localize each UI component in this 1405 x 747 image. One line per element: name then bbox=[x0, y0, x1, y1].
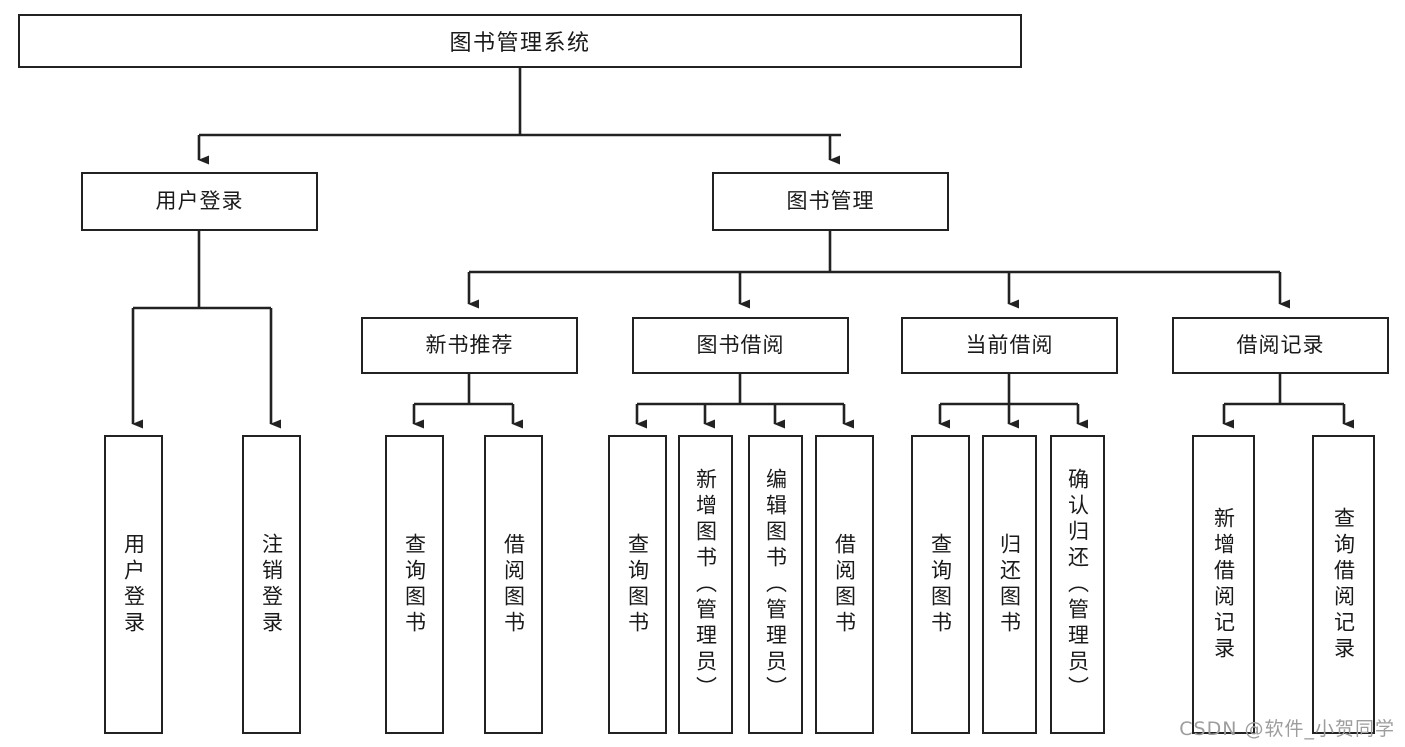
node-label: 借阅图书 bbox=[501, 532, 526, 637]
leaf-edit-book-admin[interactable]: 编辑图书（管理员） bbox=[748, 435, 803, 734]
node-label: 归还图书 bbox=[997, 532, 1022, 637]
node-label: 注销登录 bbox=[259, 532, 284, 637]
node-label: 查询图书 bbox=[402, 532, 427, 637]
node-label: 用户登录 bbox=[155, 188, 244, 213]
leaf-query-book-borrow[interactable]: 查询图书 bbox=[608, 435, 667, 734]
node-label: 新增图书（管理员） bbox=[693, 467, 718, 702]
leaf-add-borrow-record[interactable]: 新增借阅记录 bbox=[1192, 435, 1255, 734]
node-label: 确认归还（管理员） bbox=[1065, 467, 1090, 702]
node-book-management[interactable]: 图书管理 bbox=[712, 172, 949, 231]
node-label: 查询图书 bbox=[928, 532, 953, 637]
leaf-logout[interactable]: 注销登录 bbox=[242, 435, 301, 734]
watermark: CSDN @软件_小贺同学 bbox=[1179, 718, 1395, 740]
node-book-borrow[interactable]: 图书借阅 bbox=[632, 317, 849, 374]
leaf-borrow-book-newbook[interactable]: 借阅图书 bbox=[484, 435, 543, 734]
leaf-query-book-current[interactable]: 查询图书 bbox=[911, 435, 970, 734]
leaf-confirm-return-admin[interactable]: 确认归还（管理员） bbox=[1050, 435, 1105, 734]
node-label: 图书借阅 bbox=[696, 332, 785, 357]
node-label: 借阅图书 bbox=[832, 532, 857, 637]
leaf-user-login[interactable]: 用户登录 bbox=[104, 435, 163, 734]
node-label: 图书管理系统 bbox=[449, 31, 591, 56]
node-user-login[interactable]: 用户登录 bbox=[81, 172, 318, 231]
leaf-borrow-book[interactable]: 借阅图书 bbox=[815, 435, 874, 734]
node-root-book-management-system[interactable]: 图书管理系统 bbox=[18, 14, 1022, 68]
node-label: 借阅记录 bbox=[1236, 332, 1325, 357]
node-label: 查询图书 bbox=[625, 532, 650, 637]
leaf-query-book-newbook[interactable]: 查询图书 bbox=[385, 435, 444, 734]
node-label: 查询借阅记录 bbox=[1331, 506, 1356, 663]
leaf-add-book-admin[interactable]: 新增图书（管理员） bbox=[678, 435, 733, 734]
leaf-query-borrow-record[interactable]: 查询借阅记录 bbox=[1312, 435, 1375, 734]
node-label: 图书管理 bbox=[786, 188, 875, 213]
leaf-return-book[interactable]: 归还图书 bbox=[982, 435, 1037, 734]
node-label: 新增借阅记录 bbox=[1211, 506, 1236, 663]
node-new-book-recommend[interactable]: 新书推荐 bbox=[361, 317, 578, 374]
node-label: 当前借阅 bbox=[965, 332, 1054, 357]
node-label: 编辑图书（管理员） bbox=[763, 467, 788, 702]
node-label: 用户登录 bbox=[121, 532, 146, 637]
node-current-borrow[interactable]: 当前借阅 bbox=[901, 317, 1118, 374]
node-label: 新书推荐 bbox=[425, 332, 514, 357]
node-borrow-record[interactable]: 借阅记录 bbox=[1172, 317, 1389, 374]
